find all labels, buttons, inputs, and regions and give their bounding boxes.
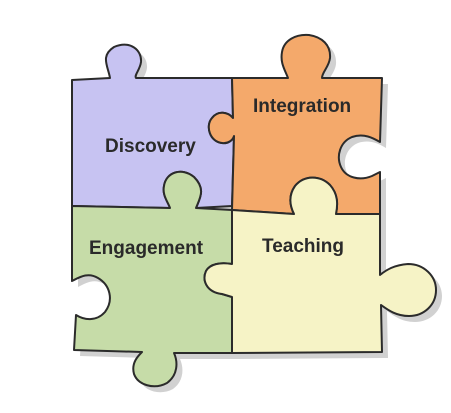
label-teaching: Teaching (262, 236, 344, 257)
puzzle-piece-integration (207, 33, 383, 215)
label-discovery: Discovery (105, 136, 196, 157)
label-engagement: Engagement (89, 238, 204, 259)
puzzle-piece-engagement (71, 170, 233, 388)
puzzle-piece-teaching (203, 176, 437, 354)
label-integration: Integration (253, 96, 351, 117)
